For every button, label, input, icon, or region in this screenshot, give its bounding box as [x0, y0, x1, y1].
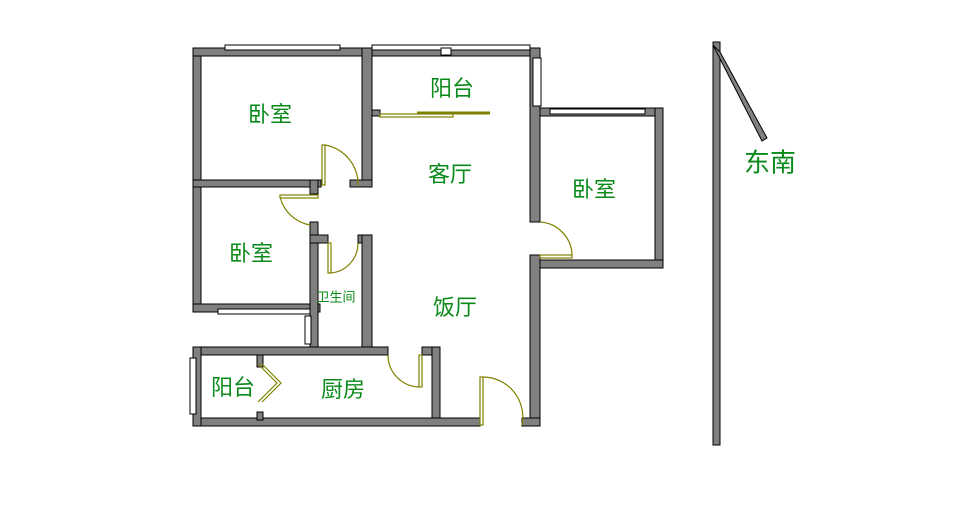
room-label-bedroom-nw: 卧室 — [247, 103, 293, 128]
walls — [192, 47, 664, 427]
room-label-kitchen: 厨房 — [320, 378, 366, 403]
room-label-living-room: 客厅 — [427, 163, 473, 188]
room-label-balcony-north: 阳台 — [429, 77, 475, 102]
room-label-bedroom-west: 卧室 — [228, 242, 274, 267]
room-label-bedroom-east: 卧室 — [571, 178, 617, 203]
windows — [189, 44, 646, 415]
room-label-balcony-south: 阳台 — [210, 376, 256, 401]
room-label-dining-room: 饭厅 — [432, 296, 478, 321]
compass-direction-label: 东南 — [743, 148, 797, 179]
room-label-bathroom: 卫生间 — [316, 290, 356, 306]
doors — [257, 111, 573, 426]
compass-arrow-icon — [712, 41, 768, 446]
